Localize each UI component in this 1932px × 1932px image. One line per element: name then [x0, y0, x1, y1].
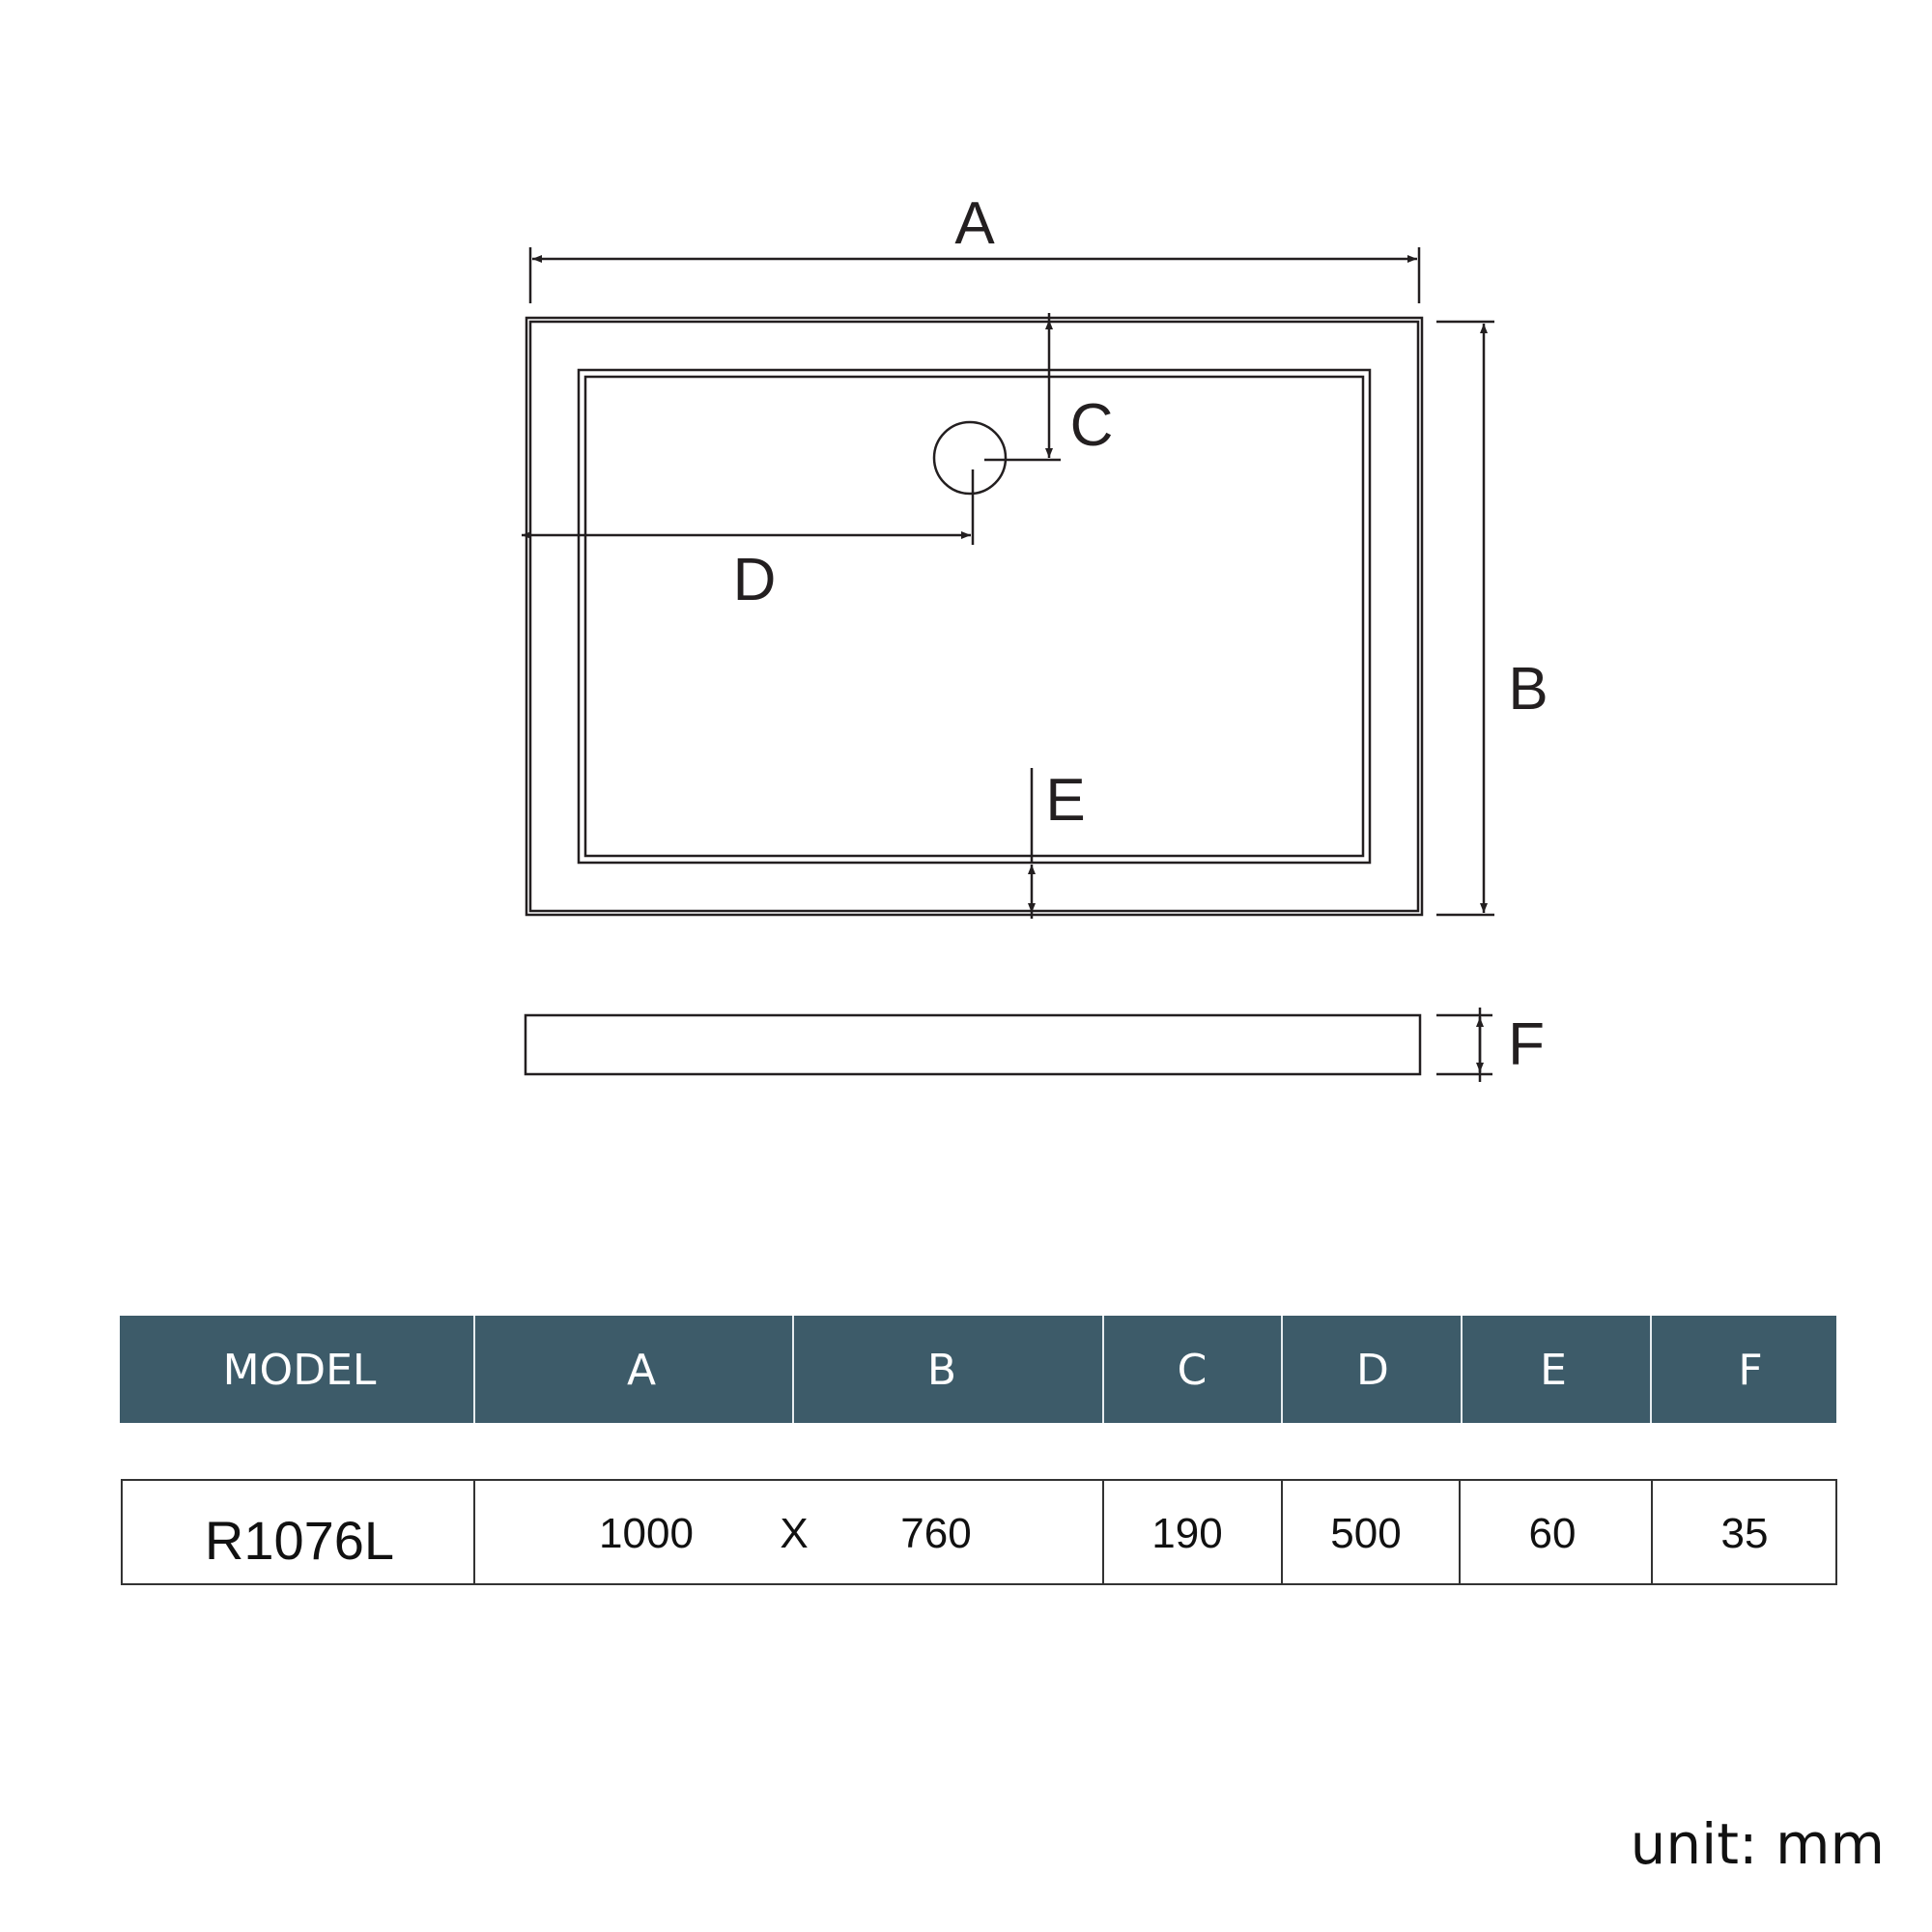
tray-basin-floor — [583, 375, 1365, 858]
cell-c: 190 — [1151, 1510, 1222, 1557]
cell-b: 760 — [900, 1510, 971, 1557]
cell-d: 500 — [1330, 1510, 1401, 1557]
dimension-label-d: D — [733, 547, 777, 613]
cell-a: 1000 — [599, 1510, 694, 1557]
dimension-b: B — [1436, 320, 1548, 917]
cell-e: 60 — [1529, 1510, 1577, 1557]
dimension-label-c: C — [1070, 392, 1114, 459]
dimension-a: A — [528, 190, 1421, 303]
header-f: F — [1738, 1346, 1762, 1395]
spec-table-row: R1076L 1000 X 760 190 500 60 35 — [121, 1479, 1837, 1585]
drain-waste-icon — [932, 420, 1008, 496]
dimension-label-f: F — [1508, 1011, 1545, 1078]
header-e: E — [1540, 1346, 1567, 1395]
dimension-d: D — [522, 469, 975, 613]
header-model: MODEL — [223, 1346, 377, 1395]
tray-basin-edge — [577, 368, 1372, 865]
dimension-e: E — [1028, 767, 1086, 919]
tray-side-profile — [524, 1013, 1422, 1076]
dimension-label-a: A — [954, 190, 995, 257]
header-c: C — [1178, 1346, 1208, 1395]
dimension-label-e: E — [1045, 767, 1085, 834]
spec-table-header: MODEL A B C D E F — [120, 1316, 1836, 1423]
unit-label: unit: mm — [1631, 1811, 1885, 1877]
dimension-c: C — [984, 313, 1114, 462]
header-b: B — [927, 1346, 956, 1395]
tray-top-view — [525, 316, 1424, 917]
cell-model: R1076L — [205, 1510, 394, 1571]
tray-outer-edge-inner — [528, 320, 1420, 913]
header-a: A — [627, 1346, 656, 1395]
cell-f: 35 — [1721, 1510, 1769, 1557]
tray-side-view: F — [524, 1008, 1545, 1082]
tray-outer-edge — [525, 316, 1424, 917]
header-d: D — [1356, 1346, 1389, 1395]
cell-separator: X — [780, 1510, 808, 1557]
dimension-label-b: B — [1508, 656, 1548, 723]
